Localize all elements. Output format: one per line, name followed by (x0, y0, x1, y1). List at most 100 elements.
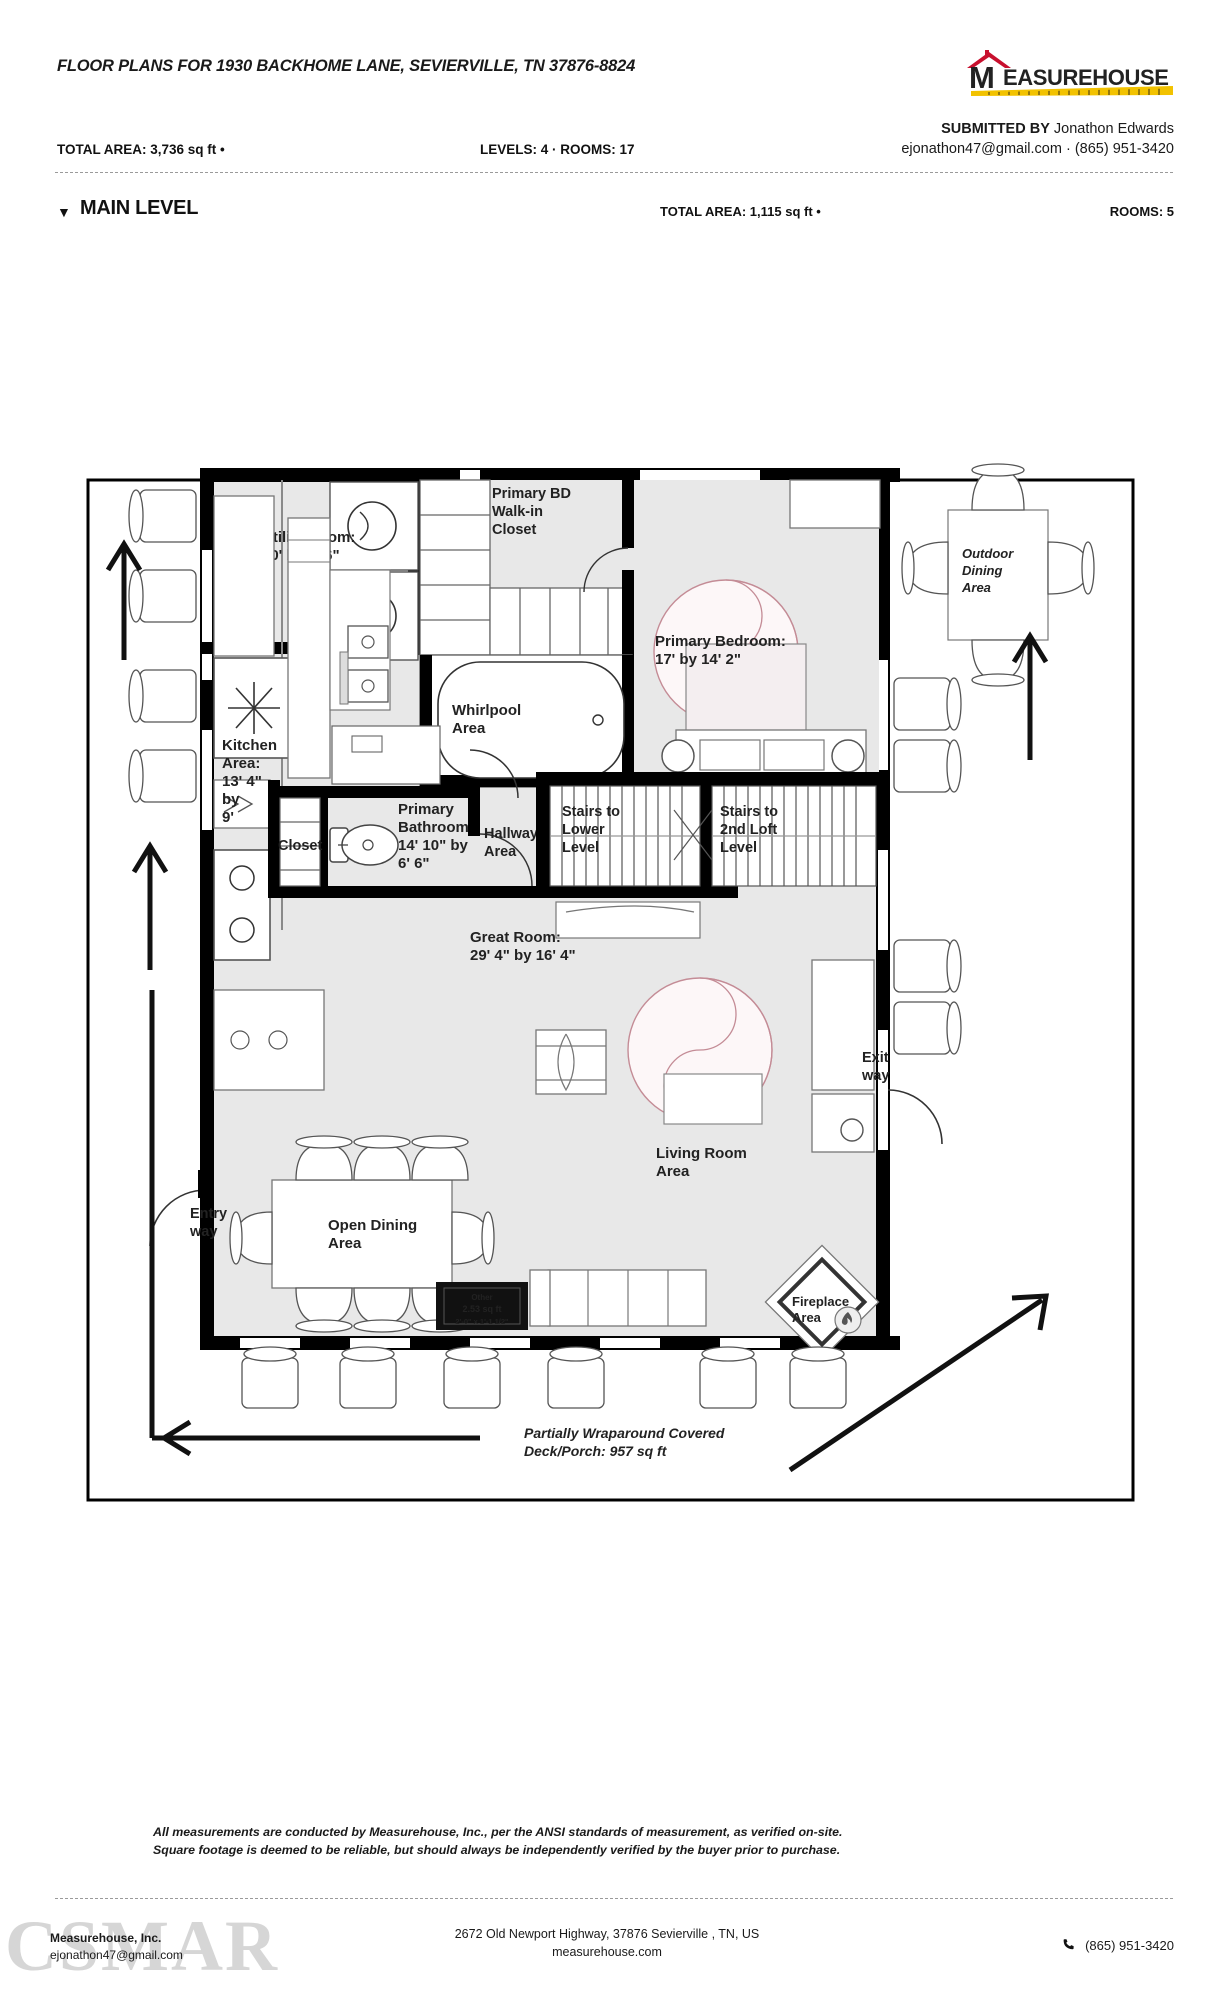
label-primary-closet-2: Walk-in (492, 504, 543, 520)
disclaimer: All measurements are conducted by Measur… (153, 1824, 1093, 1859)
flow-arrows (105, 539, 1050, 1473)
label-great-room-dim: 29' 4" by 16' 4" (470, 947, 576, 964)
kitchen-area: Kitchen Area: 13' 4" by 9' (213, 495, 331, 1091)
label-fireplace-2: Area (792, 1310, 822, 1325)
label-kitchen-3: 13' 4" (222, 773, 262, 790)
label-primary-bath-4: 6' 6" (398, 855, 430, 872)
total-area-stat: TOTAL AREA: 3,736 sq ft • (57, 142, 225, 157)
stairs-to-2nd-loft-level (711, 785, 877, 887)
label-stairs-lower-2: Lower (562, 822, 605, 838)
submitted-by-name: Jonathon Edwards (1053, 121, 1174, 137)
deck-chairs-right (893, 677, 962, 1055)
footer-company-name: Measurehouse, Inc. (50, 1931, 162, 1945)
toilet-icon (329, 824, 399, 866)
footer-company-email[interactable]: ejonathon47@gmail.com (50, 1948, 183, 1963)
outdoor-dining-area: Outdoor Dining Area (901, 463, 1095, 687)
disclaimer-line-1: All measurements are conducted by Measur… (153, 1825, 843, 1839)
refrigerator-icon (228, 682, 280, 734)
label-outdoor-dining-1: Outdoor (962, 546, 1014, 561)
label-whirlpool-1: Whirlpool (452, 702, 521, 719)
label-hallway-1: Hallway (484, 826, 538, 842)
label-great-room: Great Room: (470, 929, 561, 946)
label-outdoor-dining-2: Dining (962, 563, 1002, 578)
hallway-area: Hallway Area (468, 749, 538, 887)
open-dining-area: Open Dining Area (229, 1135, 495, 1333)
label-kitchen-1: Kitchen (222, 737, 277, 754)
label-kitchen-4: by (222, 791, 240, 808)
submitter-contact: ejonathon47@gmail.com · (865) 951-3420 (901, 140, 1174, 157)
stairs-group: Stairs to Lower Level Stairs to 2nd Loft… (536, 772, 882, 939)
submitted-by: SUBMITTED BY Jonathon Edwards ejonathon4… (901, 120, 1174, 159)
level-title: MAIN LEVEL (80, 197, 199, 219)
primary-bathroom: Closet Primary Bathroom: 14' 10" by 6' 6… (268, 725, 738, 898)
bottom-sofa (529, 1269, 707, 1327)
label-primary-closet-3: Closet (492, 522, 536, 538)
living-room-area: Living Room Area (627, 977, 773, 1180)
label-primary-bedroom-dim: 17' by 14' 2" (655, 651, 741, 668)
stairs-to-lower-level (549, 785, 701, 887)
label-stairs-lower-1: Stairs to (562, 804, 620, 820)
label-stairs-lower-3: Level (562, 840, 599, 856)
label-exit-2: way (861, 1068, 889, 1084)
label-open-dining-1: Open Dining (328, 1217, 417, 1234)
label-stairs-loft-2: 2nd Loft (720, 822, 777, 838)
label-outdoor-dining-3: Area (961, 580, 991, 595)
label-stairs-loft-3: Level (720, 840, 757, 856)
flame-icon (841, 1312, 852, 1325)
label-fireplace-1: Fireplace (792, 1294, 849, 1309)
label-primary-bath-1: Primary (398, 801, 455, 818)
primary-bedroom: Primary Bedroom: 17' by 14' 2" (634, 479, 881, 780)
label-exit-1: Exit (862, 1050, 889, 1066)
label-primary-bath-2: Bathroom: (398, 819, 474, 836)
label-entry-1: Entry (190, 1206, 227, 1222)
footer-company: Measurehouse, Inc. ejonathon47@gmail.com (50, 1930, 183, 1965)
footer-address-block: 2672 Old Newport Highway, 37876 Seviervi… (0, 1925, 1214, 1961)
label-entry-2: way (189, 1224, 217, 1240)
fireplace-area: Fireplace Area (764, 1244, 880, 1360)
exit-way: Exit way (861, 1050, 943, 1145)
header-divider (55, 172, 1173, 173)
deck-chairs-left (128, 489, 197, 803)
great-room: Great Room: 29' 4" by 16' 4" (470, 929, 607, 1095)
label-primary-closet-1: Primary BD (492, 486, 571, 502)
footer-phone-block[interactable]: (865) 951-3420 (1062, 1938, 1174, 1954)
label-kitchen-5: 9' (222, 809, 234, 826)
other-area-box: Other 2.53 sq ft 2'-0" x 1'-1 1/2" (436, 1282, 528, 1330)
living-room-sofa (811, 959, 875, 1153)
deck-chairs-bottom (241, 1346, 847, 1409)
floor-plan-drawing: Utility Room: 10' by 9' 6" Primary BD Wa… (0, 430, 1214, 1610)
vanity-sinks (329, 569, 391, 711)
level-collapse-caret-icon[interactable]: ▼ (57, 204, 71, 220)
label-closet: Closet (278, 838, 322, 854)
label-living-room-1: Living Room (656, 1145, 747, 1162)
whirlpool-area: Whirlpool Area (419, 654, 634, 790)
label-living-room-2: Area (656, 1163, 690, 1180)
label-deck-2: Deck/Porch: 957 sq ft (524, 1443, 668, 1459)
floor-plan-svg: Utility Room: 10' by 9' 6" Primary BD Wa… (86, 463, 1135, 1502)
submitted-by-label: SUBMITTED BY (941, 121, 1050, 137)
footer-website[interactable]: measurehouse.com (552, 1945, 662, 1960)
label-stairs-loft-1: Stairs to (720, 804, 778, 820)
primary-walkin-closet: Primary BD Walk-in Closet (419, 479, 634, 656)
svg-text:M: M (969, 60, 995, 95)
label-open-dining-2: Area (328, 1235, 362, 1252)
label-other-1: Other (471, 1293, 492, 1302)
footer-divider (55, 1898, 1173, 1899)
footer-phone: (865) 951-3420 (1085, 1938, 1174, 1953)
footer-address: 2672 Old Newport Highway, 37876 Seviervi… (454, 1927, 760, 1941)
svg-text:EASUREHOUSE: EASUREHOUSE (1003, 65, 1169, 90)
level-rooms: ROOMS: 5 (1109, 204, 1174, 219)
logo-svg: M EASUREHOUSE (967, 50, 1173, 96)
label-whirlpool-2: Area (452, 720, 486, 737)
level-total-area: TOTAL AREA: 1,115 sq ft • (660, 204, 821, 219)
phone-icon (1062, 1938, 1075, 1954)
disclaimer-line-2: Square footage is deemed to be reliable,… (153, 1842, 841, 1857)
label-hallway-2: Area (484, 844, 517, 860)
measurehouse-logo: M EASUREHOUSE (959, 48, 1174, 98)
label-other-3: 2'-0" x 1'-1 1/2" (455, 1317, 509, 1326)
label-deck-1: Partially Wraparound Covered (524, 1425, 725, 1441)
label-primary-bath-3: 14' 10" by (398, 837, 469, 854)
label-primary-bedroom: Primary Bedroom: (655, 633, 786, 650)
levels-rooms-stat: LEVELS: 4 · ROOMS: 17 (480, 142, 635, 157)
label-other-2: 2.53 sq ft (462, 1304, 501, 1314)
